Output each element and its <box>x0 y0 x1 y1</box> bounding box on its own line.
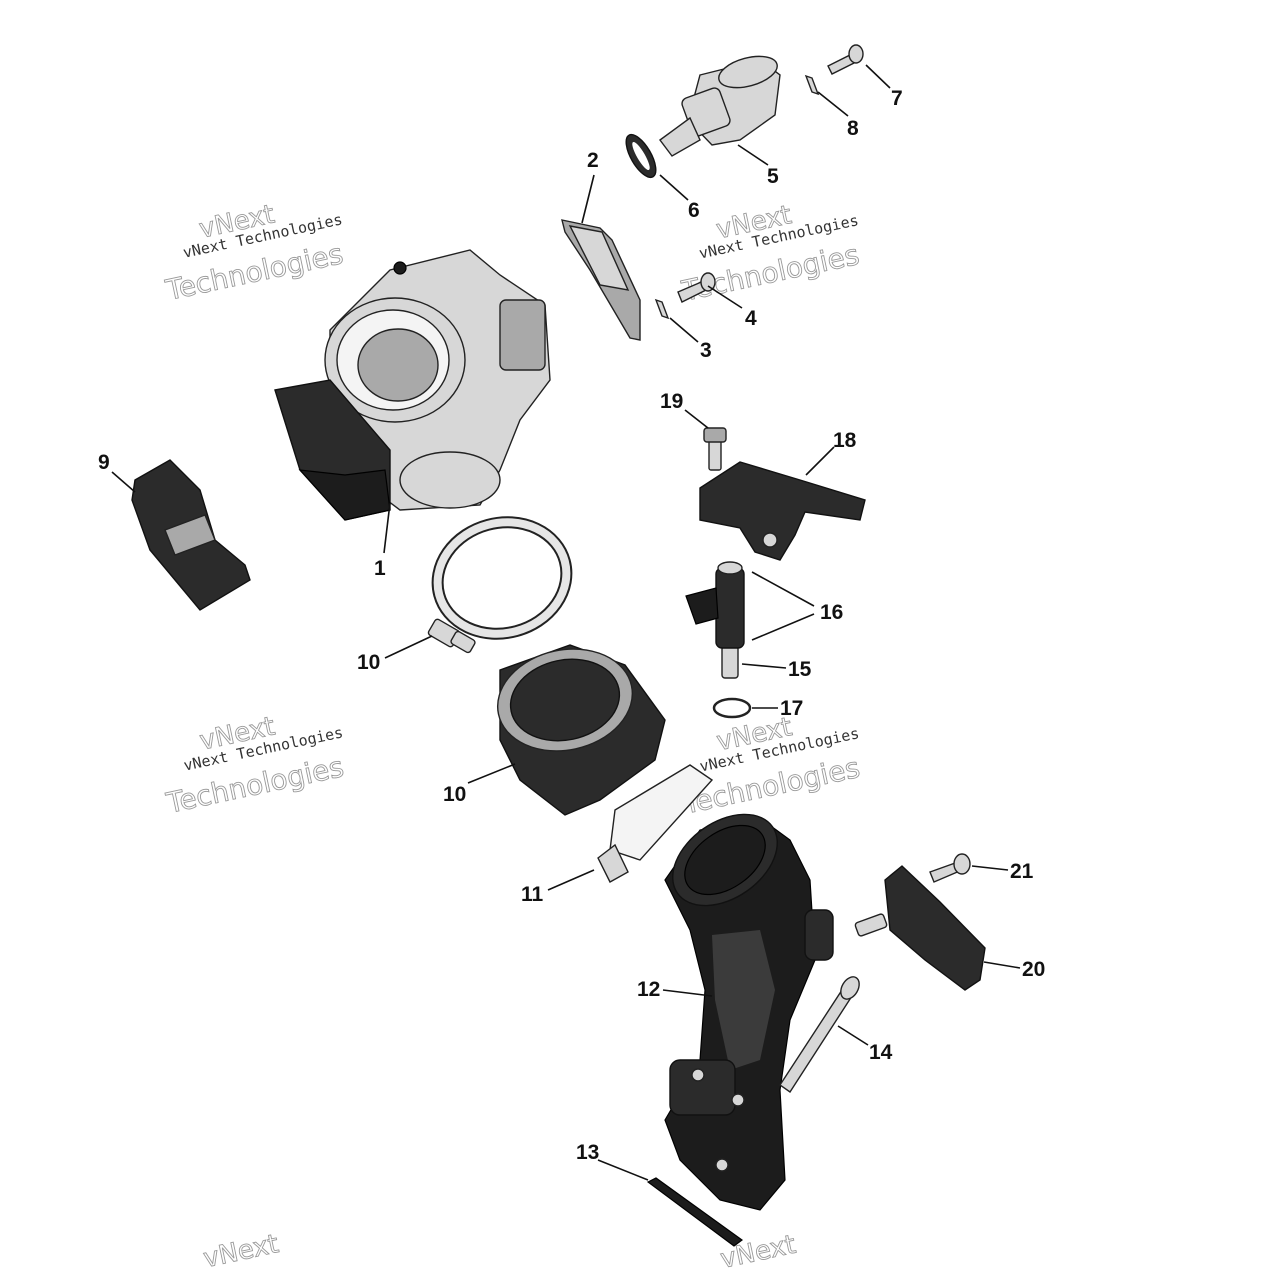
callout-13: 13 <box>576 1141 599 1164</box>
callout-7: 7 <box>891 87 903 110</box>
callout-12: 12 <box>637 978 660 1001</box>
callout-17: 17 <box>780 697 803 720</box>
callout-4: 4 <box>745 307 757 330</box>
screw-21-part <box>929 853 971 883</box>
map-sensor-part <box>854 865 986 991</box>
flange-gasket-part <box>646 1177 744 1247</box>
callout-19: 19 <box>660 390 683 413</box>
watermark-top-left: vNext vNext Technologies Technologies <box>162 199 347 307</box>
callout-10-lower: 11 <box>521 883 544 906</box>
connector-cover-part <box>131 459 251 611</box>
intake-elbow-part <box>664 813 834 1211</box>
rubber-boot-part <box>496 644 666 816</box>
throttle-body-part <box>274 249 551 521</box>
watermark-mid-right: vNext vNext Technologies Technologies <box>678 712 863 822</box>
callout-8: 8 <box>847 117 859 140</box>
callout-10-upper: 10 <box>357 651 380 674</box>
bolt-19-part <box>703 427 727 471</box>
watermark-bottom-left: vNext <box>200 1229 282 1275</box>
callout-1: 1 <box>374 557 386 580</box>
idle-valve-part <box>659 55 781 157</box>
callout-18: 18 <box>833 429 857 452</box>
svg-text:vNext: vNext <box>201 1229 282 1274</box>
screw-7-part <box>827 44 864 75</box>
callout-5: 5 <box>767 165 779 188</box>
callout-11: 10 <box>443 783 466 806</box>
o-ring-6-part <box>625 133 657 179</box>
callout-3: 3 <box>700 339 712 362</box>
callout-6: 6 <box>688 199 700 222</box>
sensor-plate-part <box>561 219 641 341</box>
fuel-injector-part <box>685 561 745 679</box>
watermark-mid-left: vNext vNext Technologies Technologies <box>162 711 347 820</box>
clamp-band-upper-part <box>427 516 573 654</box>
callout-2: 2 <box>587 149 599 172</box>
callout-14: 14 <box>869 1041 893 1064</box>
callout-15: 15 <box>788 658 812 681</box>
long-bolt-part <box>779 976 860 1093</box>
leader-lines <box>111 64 1021 1181</box>
callout-labels: 1 2 3 4 5 6 7 8 9 10 10 11 12 13 14 15 1… <box>98 87 1045 1164</box>
washer-8-part <box>804 74 820 96</box>
o-ring-17-part <box>712 697 752 719</box>
callout-9: 9 <box>98 451 110 474</box>
fuel-rail-part <box>699 461 866 561</box>
washer-3-part <box>654 298 670 320</box>
callout-16: 16 <box>820 601 843 624</box>
callout-21: 21 <box>1010 860 1034 883</box>
clamp-band-lower-part <box>597 764 714 883</box>
callout-20: 20 <box>1022 958 1045 981</box>
